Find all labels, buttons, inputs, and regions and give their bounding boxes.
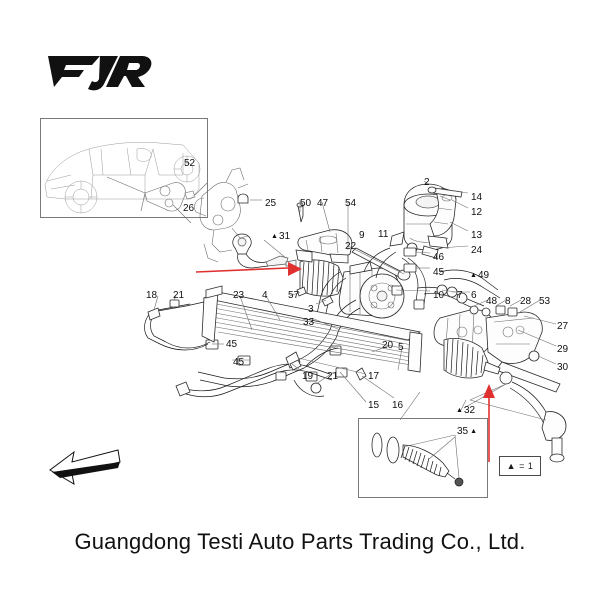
legend-text: ▲ = 1 [506, 461, 534, 471]
part-12-pump-bracket [421, 188, 457, 259]
legend-triangle-equals-one: ▲ = 1 [499, 456, 541, 476]
exploded-parts-illustration [49, 167, 567, 485]
part-32-outer-tie-rod [499, 371, 567, 463]
part-31-tie-rod-assembly [232, 233, 297, 269]
steering-boot-detail-inset: 35 [358, 418, 488, 498]
fjr-logo [44, 44, 154, 94]
callout-53: 53 [539, 296, 551, 307]
callout-13: 13 [471, 230, 483, 241]
callout-32: 32 [456, 406, 475, 416]
inset-label-26: 26 [183, 203, 195, 214]
callout-33: 33 [303, 317, 315, 328]
callout-17: 17 [368, 371, 380, 382]
callout-25: 25 [265, 198, 277, 209]
callout-48: 48 [486, 296, 498, 307]
inset-label-52: 52 [184, 158, 196, 169]
callout-47: 47 [317, 198, 329, 209]
callout-5: 5 [398, 342, 404, 353]
part-21-clip [169, 299, 180, 308]
callout-45c: 45 [233, 357, 245, 368]
highlight-arrow-horizontal [195, 267, 289, 273]
callout-46: 46 [433, 252, 445, 263]
callout-16: 16 [392, 400, 404, 411]
callout-31: 31 [271, 232, 290, 242]
callout-24: 24 [471, 245, 483, 256]
callout-10: 10 [433, 290, 445, 301]
orientation-arrow [49, 449, 121, 485]
callout-2: 2 [424, 177, 430, 188]
highlight-arrow-vertical-head [483, 384, 495, 398]
callout-23: 23 [233, 290, 245, 301]
part-30-bolt [528, 350, 540, 362]
part-25-nut [237, 193, 249, 204]
callout-54: 54 [345, 198, 357, 209]
part-23-oil-cooler [201, 285, 423, 373]
part-45-clamp-d [237, 355, 251, 366]
callout-19: 19 [302, 371, 314, 382]
callout-21a: 21 [173, 290, 185, 301]
part-steering-knuckle [194, 167, 249, 263]
part-45-clamp-b [391, 285, 403, 296]
callout-14: 14 [471, 192, 483, 203]
leader-lines [153, 180, 557, 421]
callout-27: 27 [557, 321, 569, 332]
part-16-bolt [355, 367, 367, 381]
callout-9: 9 [359, 230, 365, 241]
callout-49: 49 [470, 271, 489, 281]
inset-label-35: 35 [457, 427, 477, 437]
callout-21b: 21 [327, 371, 339, 382]
callout-45b: 45 [226, 339, 238, 350]
callout-45: 45 [433, 267, 445, 278]
part-steering-rack-boot-right [443, 338, 501, 379]
vehicle-location-inset: 52 26 [40, 118, 208, 224]
callout-7: 7 [457, 290, 463, 301]
callout-28: 28 [520, 296, 532, 307]
part-steering-gear-housing [338, 261, 405, 319]
callout-4: 4 [262, 290, 268, 301]
callout-3: 3 [308, 304, 314, 315]
part-3-bolt [321, 295, 334, 307]
part-steering-rack-right [433, 309, 561, 393]
callout-57: 57 [288, 290, 300, 301]
part-19-fitting [175, 381, 191, 397]
callout-12: 12 [471, 207, 483, 218]
part-57-bolt [296, 286, 307, 297]
callout-22: 22 [345, 241, 357, 252]
company-banner: Guangdong Testi Auto Parts Trading Co., … [0, 519, 600, 565]
callout-8: 8 [505, 296, 511, 307]
part-47-mounting-bracket [295, 229, 353, 264]
callout-6: 6 [471, 290, 477, 301]
callout-30: 30 [557, 362, 569, 373]
callout-50: 50 [300, 198, 312, 209]
callout-29: 29 [557, 344, 569, 355]
callout-20: 20 [382, 340, 394, 351]
part-45-clamp [403, 263, 417, 273]
callout-15: 15 [368, 400, 380, 411]
part-steering-rack-boot-left [299, 259, 345, 297]
highlight-arrow-horizontal-head [288, 262, 302, 276]
company-name: Guangdong Testi Auto Parts Trading Co., … [74, 529, 526, 554]
part-21-fitting [310, 382, 322, 394]
callout-11: 11 [378, 229, 389, 240]
callout-18: 18 [146, 290, 158, 301]
part-46-clamp [403, 247, 417, 257]
